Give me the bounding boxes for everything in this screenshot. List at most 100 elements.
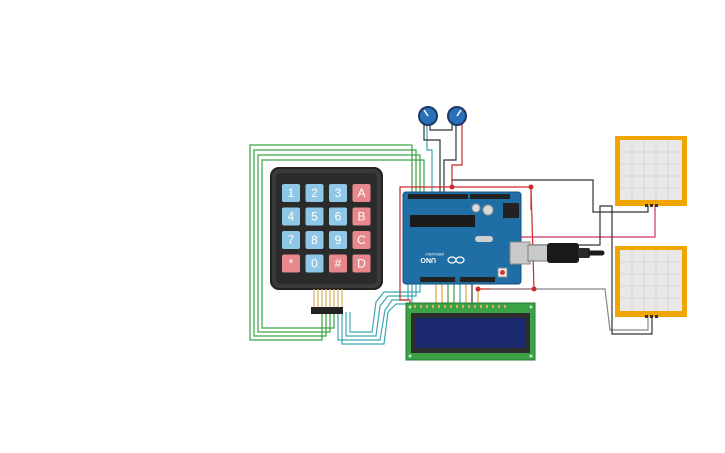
keypad-pins (313, 289, 343, 307)
key-cap (305, 207, 324, 226)
usb-plug-body (547, 243, 579, 263)
key-cap (329, 231, 347, 249)
key-cap (329, 207, 347, 226)
power-header (420, 277, 455, 282)
wire-keypad-7[interactable] (345, 282, 417, 337)
key-5[interactable]: 5 (305, 207, 324, 226)
key-4[interactable]: 4 (282, 207, 300, 226)
key-8[interactable]: 8 (305, 231, 324, 249)
key-2[interactable]: 2 (305, 184, 324, 202)
graph-panel-1[interactable] (615, 136, 687, 207)
wire-keypad-4[interactable] (261, 159, 425, 329)
wire-pot2-signal[interactable] (443, 124, 457, 195)
wire-keypad-8[interactable] (349, 282, 421, 333)
key-cap (352, 231, 371, 249)
keypad-connector (311, 307, 343, 314)
microcontroller-chip (410, 215, 475, 227)
key-label: 8 (311, 233, 318, 247)
key-d[interactable]: D (352, 254, 371, 273)
key-star[interactable]: * (282, 254, 300, 273)
wire-plotter2-gray[interactable] (490, 288, 649, 331)
junctions (449, 184, 537, 292)
wire-keypad-6[interactable] (341, 282, 413, 345)
knob-indicator (456, 109, 462, 117)
usb-plug-icon (527, 244, 549, 262)
key-cap (305, 184, 324, 202)
key-6[interactable]: 6 (329, 207, 347, 226)
digital-header (408, 194, 468, 199)
reset-button-cap (500, 270, 505, 275)
key-cap (352, 254, 371, 273)
junction-dot (449, 184, 455, 190)
graph-pins (645, 315, 658, 318)
usb-port (509, 241, 531, 265)
wires (249, 124, 656, 345)
key-7[interactable]: 7 (282, 231, 300, 249)
wire-pot1-signal[interactable] (426, 124, 433, 195)
lcd-16x2[interactable] (405, 302, 536, 361)
capacitor (471, 203, 481, 213)
key-cap (329, 254, 347, 273)
key-label: 1 (288, 186, 295, 200)
key-0[interactable]: 0 (305, 254, 324, 273)
graph-screen (620, 140, 682, 200)
arduino-brand-label: ARDUINO (426, 252, 444, 257)
wire-plotter1-black[interactable] (452, 179, 649, 213)
digital-header-2 (470, 194, 510, 199)
key-1[interactable]: 1 (282, 184, 300, 202)
junction-dot (475, 286, 481, 292)
key-label: # (335, 257, 342, 271)
lcd-screen (416, 318, 525, 348)
wire-pot1-gnd[interactable] (423, 124, 441, 195)
graph-grid (620, 140, 682, 200)
arduino-uno[interactable]: UNO ARDUINO (402, 191, 531, 285)
lcd-pins (414, 305, 506, 308)
key-cap (305, 254, 324, 273)
usb-cable-strain (578, 248, 590, 258)
junction-dot (528, 184, 534, 190)
lcd-mount-holes (408, 305, 533, 358)
capacitor (482, 204, 494, 216)
key-hash[interactable]: # (329, 254, 347, 273)
key-cap (329, 184, 347, 202)
key-label: 4 (288, 210, 295, 224)
potentiometer-2[interactable] (447, 106, 467, 126)
wire-plotter1-magenta[interactable] (500, 206, 656, 238)
key-label: 5 (311, 210, 318, 224)
key-label: * (289, 257, 294, 271)
key-label: 9 (335, 233, 342, 247)
keypad-inner (276, 173, 377, 284)
key-3[interactable]: 3 (329, 184, 347, 202)
key-cap (282, 231, 300, 249)
key-b[interactable]: B (352, 207, 371, 226)
graph-panel-2[interactable] (615, 246, 687, 318)
wire-pot-shared[interactable] (429, 124, 453, 131)
key-c[interactable]: C (352, 231, 371, 249)
key-cap (282, 207, 300, 226)
key-9[interactable]: 9 (329, 231, 347, 249)
key-a[interactable]: A (352, 184, 371, 202)
arduino-logo-icon (447, 256, 465, 264)
usb-cable[interactable] (527, 243, 605, 263)
knob-indicator (423, 109, 429, 117)
key-cap (352, 207, 371, 226)
wire-pot2-vcc[interactable] (451, 124, 463, 187)
graph-screen (620, 250, 682, 311)
junction-dot (531, 286, 537, 292)
key-label: 3 (335, 186, 342, 200)
potentiometer-1[interactable] (418, 106, 438, 126)
graph-grid (620, 250, 682, 311)
power-jack (503, 203, 519, 218)
wire-keypad-1[interactable] (249, 144, 413, 341)
wire-plotter2-black[interactable] (500, 205, 653, 335)
key-label: 0 (311, 257, 318, 271)
wire-keypad-5[interactable] (337, 282, 409, 341)
key-cap (282, 184, 300, 202)
key-label: D (357, 257, 366, 271)
arduino-model-label: UNO (420, 256, 436, 263)
analog-header (460, 277, 495, 282)
key-label: 6 (335, 210, 342, 224)
wire-keypad-3[interactable] (257, 154, 421, 333)
